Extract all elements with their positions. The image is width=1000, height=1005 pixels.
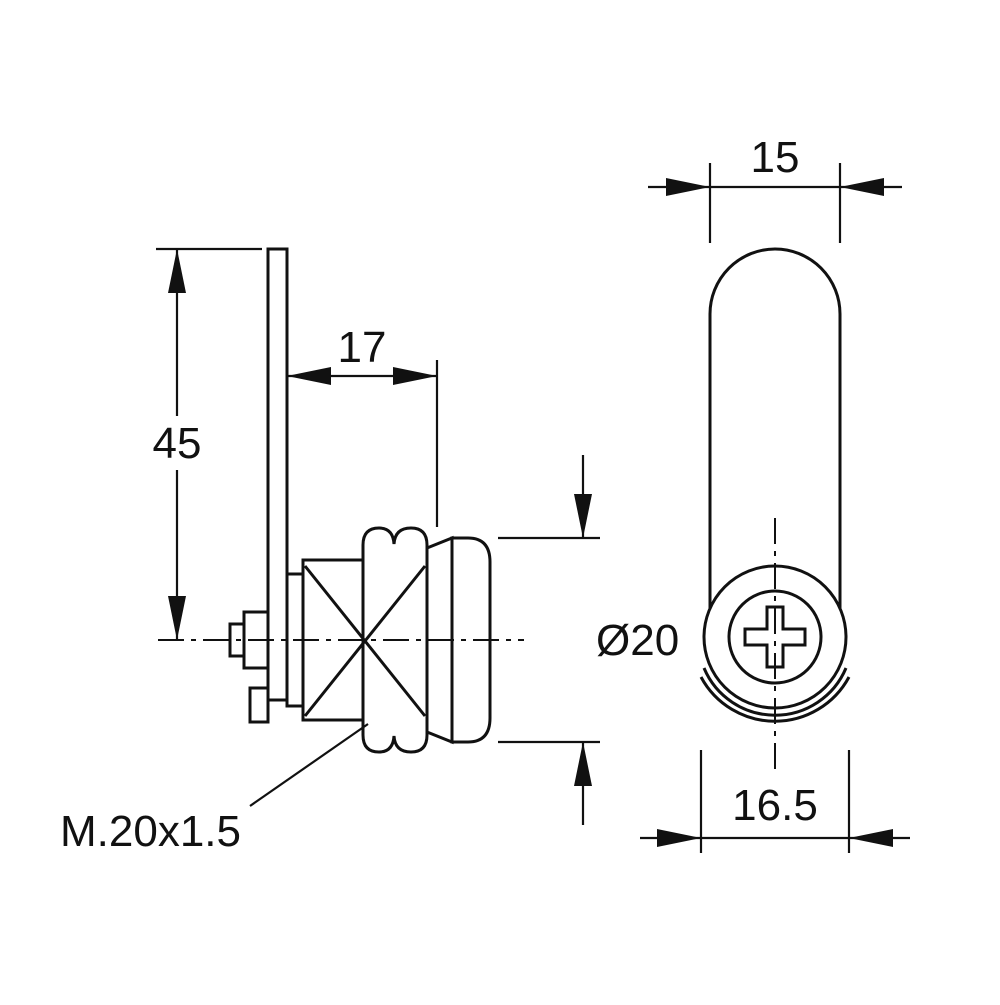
dim-label-d20: Ø20	[596, 616, 679, 665]
arrow-d20-down	[574, 494, 592, 538]
cam-arm	[266, 247, 289, 702]
arrow-d20-up	[574, 742, 592, 786]
lock-face-cap	[450, 536, 492, 744]
arrow-15-left	[666, 178, 710, 196]
front-view	[699, 247, 851, 723]
arrow-165-left	[657, 829, 701, 847]
chamfer-line	[303, 565, 427, 717]
dim-label-45: 45	[153, 419, 202, 468]
dimension-labels: 45 17 Ø20 M.20x1.5 15 16.5	[60, 133, 818, 856]
dim-label-165: 16.5	[732, 781, 818, 830]
arrow-45-up	[168, 249, 186, 293]
thread-spec-label: M.20x1.5	[60, 807, 241, 856]
cylinder-plug	[727, 589, 823, 685]
phillips-cross-icon	[743, 605, 807, 669]
thread-leader-line	[249, 723, 369, 807]
arrow-15-right	[840, 178, 884, 196]
cam-plate	[708, 247, 842, 610]
arrow-17-left	[287, 367, 331, 385]
centerlines	[158, 518, 776, 774]
arrow-17-right	[393, 367, 437, 385]
arrowheads	[168, 178, 893, 847]
arrow-165-right	[849, 829, 893, 847]
arrow-45-down	[168, 596, 186, 640]
cam-arm-foot	[248, 686, 270, 724]
dim-label-17: 17	[338, 323, 387, 372]
dim-label-15: 15	[751, 133, 800, 182]
